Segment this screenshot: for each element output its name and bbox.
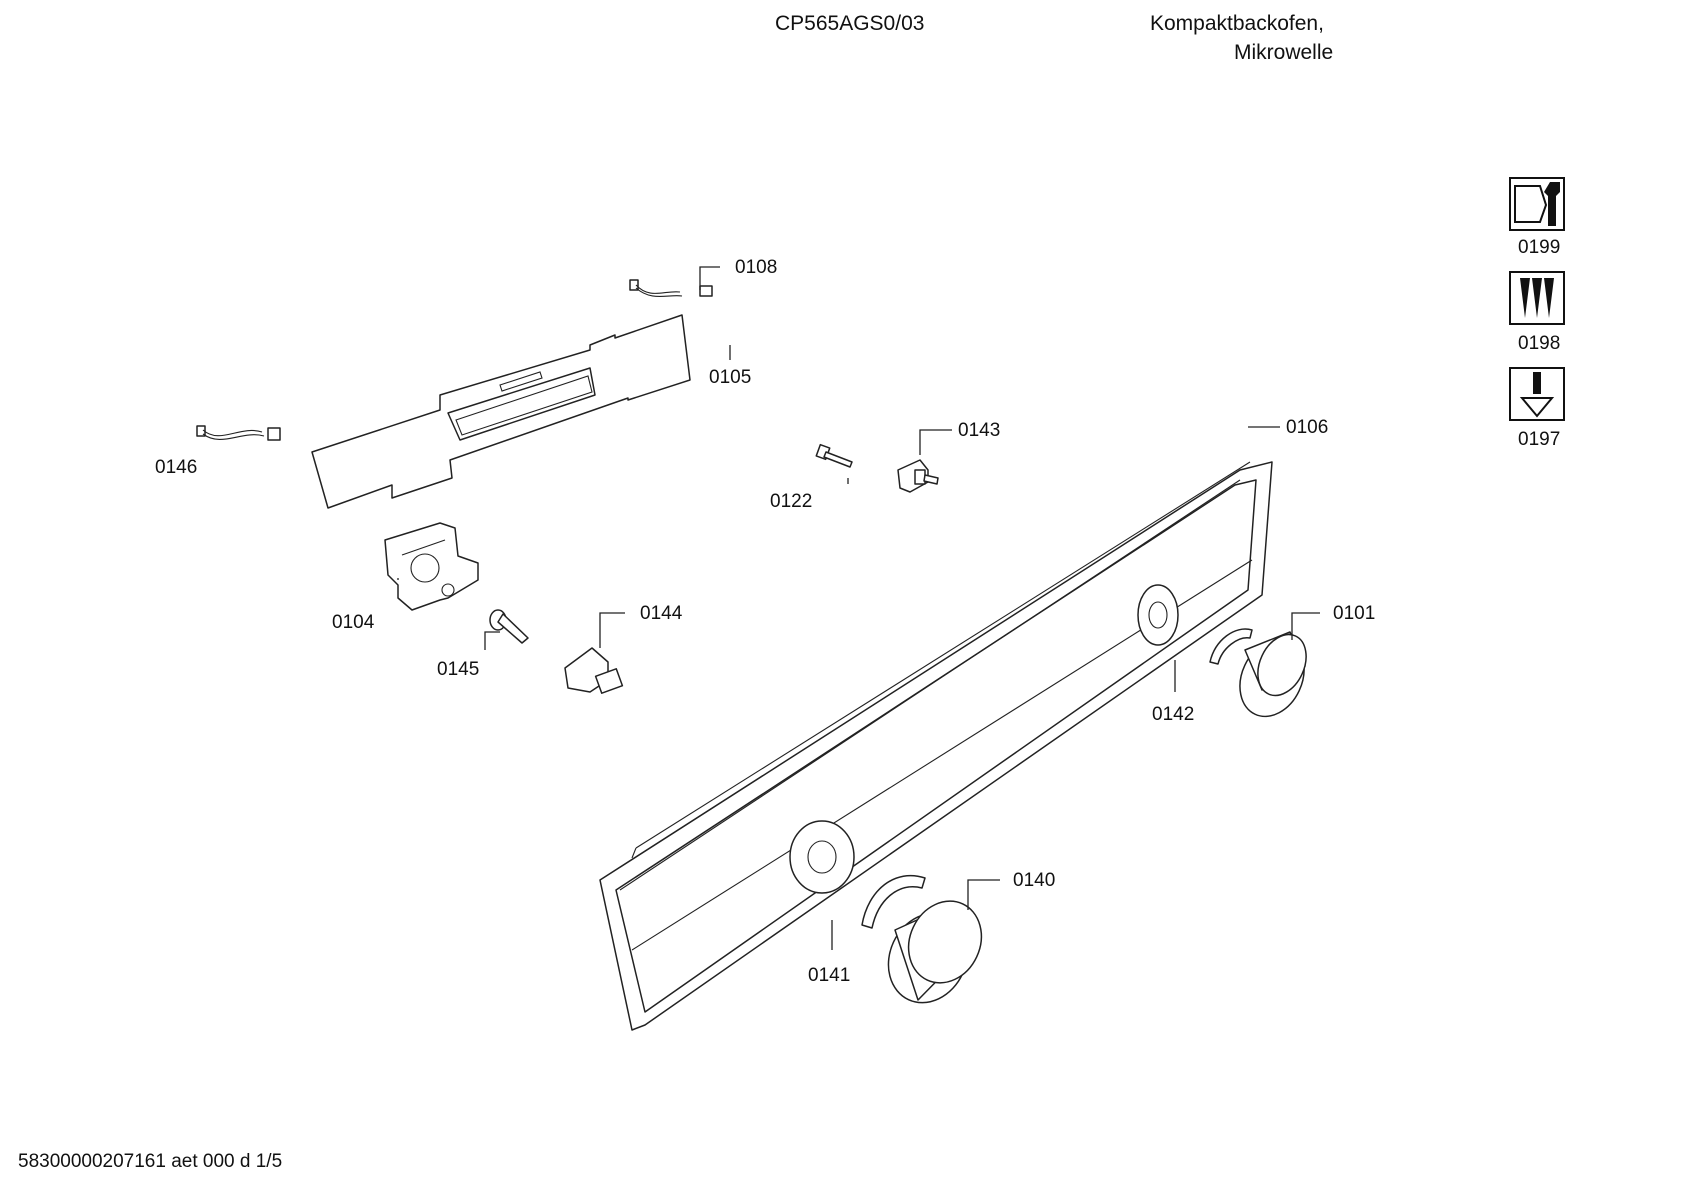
document-id: 58300000207161 aet 000 d 1/5 xyxy=(18,1151,283,1172)
knob-0140 xyxy=(887,900,983,1004)
wrench-nut-icon xyxy=(1509,177,1565,231)
part-label-0146: 0146 xyxy=(155,457,198,478)
switch-0143 xyxy=(897,459,939,493)
bracket-0104 xyxy=(384,522,479,611)
part-label-0145: 0145 xyxy=(437,659,480,680)
clip-0142 xyxy=(1209,628,1253,665)
clip-0141 xyxy=(861,874,926,929)
appliance-type-line2: Mikrowelle xyxy=(1234,41,1334,64)
shaft-0122 xyxy=(815,443,853,468)
part-label-0101: 0101 xyxy=(1333,603,1376,624)
screws-icon xyxy=(1509,271,1565,325)
leader-lines xyxy=(397,266,1320,950)
cable-0108 xyxy=(629,279,713,298)
part-label-0108: 0108 xyxy=(735,257,778,278)
part-label-0141: 0141 xyxy=(808,965,851,986)
switch-0144 xyxy=(564,647,624,694)
knob-0101 xyxy=(1239,631,1307,718)
appliance-type-line1: Kompaktbackofen, xyxy=(1150,12,1324,35)
part-label-0106: 0106 xyxy=(1286,417,1329,438)
screwdriver-icon xyxy=(1509,367,1565,421)
part-label-0140: 0140 xyxy=(1013,870,1056,891)
shaft-0145 xyxy=(489,609,529,644)
part-label-0143: 0143 xyxy=(958,420,1001,441)
part-label-0105: 0105 xyxy=(709,367,752,388)
service-label-0199: 0199 xyxy=(1518,237,1561,258)
front-panel-0106 xyxy=(599,461,1273,1031)
service-label-0197: 0197 xyxy=(1518,429,1561,450)
service-label-0198: 0198 xyxy=(1518,333,1561,354)
part-label-0144: 0144 xyxy=(640,603,683,624)
part-label-0122: 0122 xyxy=(770,491,813,512)
part-label-0142: 0142 xyxy=(1152,704,1195,725)
control-board-0105 xyxy=(311,314,691,509)
cable-0146 xyxy=(196,425,281,441)
part-label-0104: 0104 xyxy=(332,612,375,633)
model-number: CP565AGS0/03 xyxy=(775,12,925,35)
